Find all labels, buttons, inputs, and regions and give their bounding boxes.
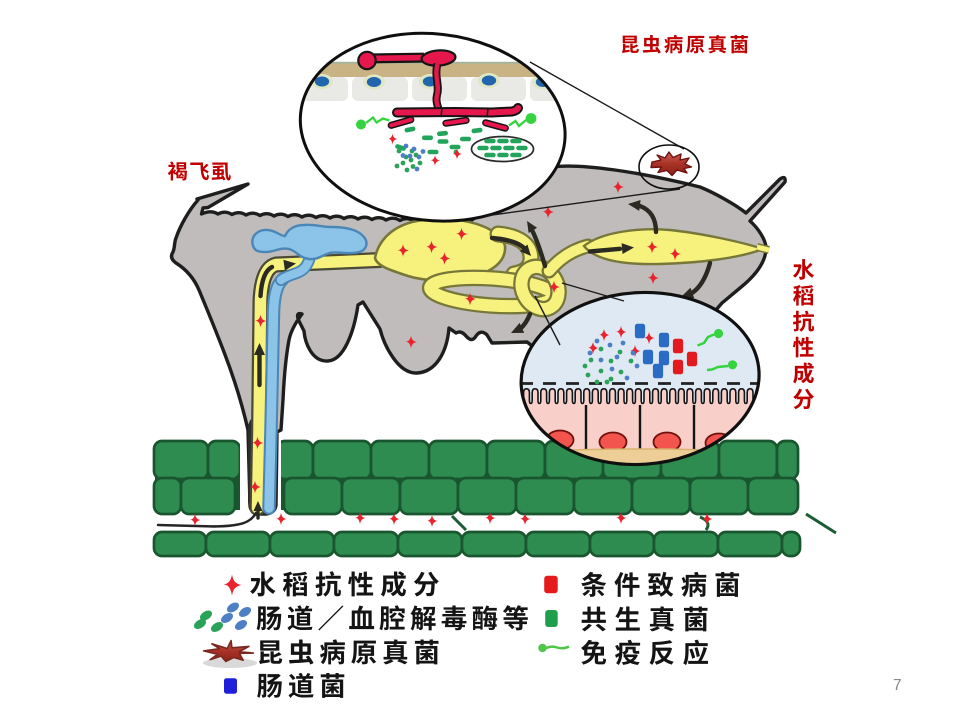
svg-text:7: 7: [893, 677, 902, 694]
